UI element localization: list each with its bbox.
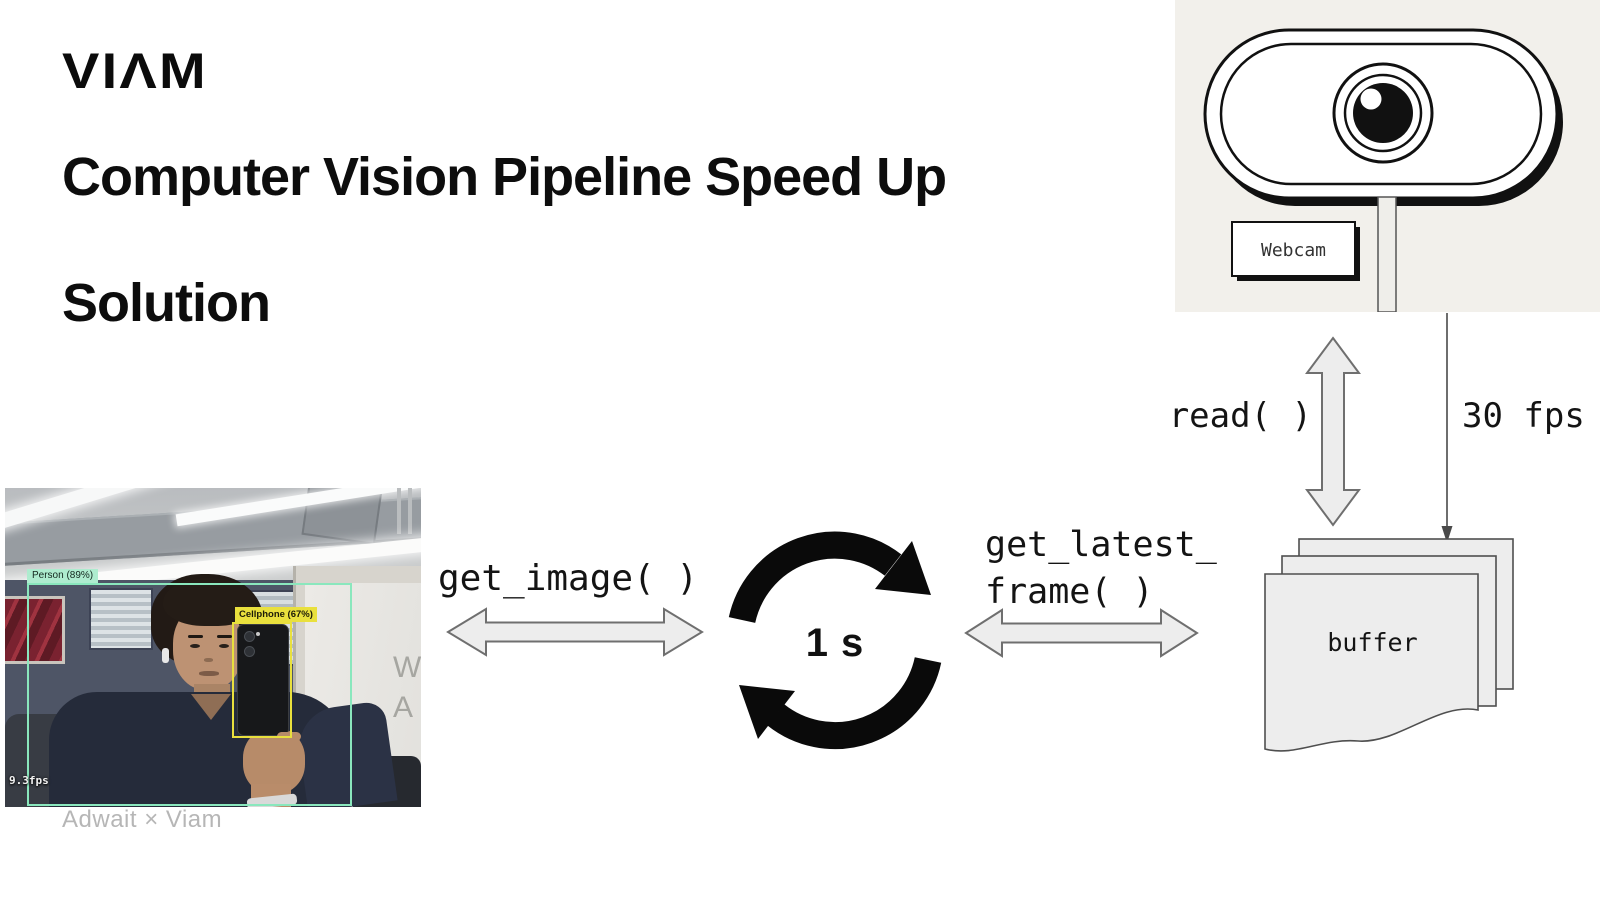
- phone-camera-icon-2: [244, 646, 255, 657]
- get-latest-frame-label-line1: get_latest_: [985, 525, 1217, 565]
- fps-arrow: [1441, 313, 1453, 543]
- page-title: Computer Vision Pipeline Speed Up: [62, 147, 947, 207]
- read-arrow: [1305, 336, 1361, 527]
- loop-duration-label: 1 s: [805, 621, 865, 665]
- webcam-label: Webcam: [1261, 240, 1326, 261]
- wall-poster: [5, 596, 65, 664]
- cellphone: [237, 624, 289, 736]
- phone-camera-icon: [244, 631, 255, 642]
- person-bounding-box: [27, 583, 352, 806]
- person-nose: [204, 658, 213, 662]
- earbud: [162, 648, 169, 663]
- buffer-label: buffer: [1327, 628, 1418, 657]
- cellphone-detection-tag: Cellphone (67%): [235, 607, 317, 622]
- person-brow-2: [217, 635, 232, 638]
- photo-caption: Adwait × Viam: [62, 806, 223, 833]
- viam-logo: VIΛM: [62, 43, 208, 99]
- person-brow: [188, 635, 203, 638]
- webcam-illustration-panel: Webcam: [1175, 0, 1600, 313]
- get-latest-frame-label-line2: frame( ): [985, 572, 1154, 612]
- person-detection-tag: Person (89%): [27, 569, 99, 583]
- frame-rate-label: 30 fps: [1462, 396, 1585, 436]
- get-image-label: get_image( ): [438, 558, 699, 599]
- finger-3: [279, 758, 303, 767]
- person-eye-2: [219, 644, 229, 648]
- person-eye: [190, 644, 200, 648]
- finger-2: [279, 745, 303, 754]
- fps-overlay: 9.3fps: [9, 774, 49, 787]
- get-latest-frame-arrow: [964, 608, 1199, 658]
- person-mouth: [199, 671, 219, 676]
- office-window: [89, 588, 153, 650]
- webcam-icon: Webcam: [1203, 28, 1563, 313]
- get-image-arrow: [446, 607, 704, 657]
- cellphone-bounding-box: [232, 622, 292, 738]
- whiteboard-letter-a: A: [393, 691, 414, 724]
- get-latest-frame-label: get_latest_ frame( ): [985, 522, 1217, 616]
- ceiling-pipe: [397, 488, 401, 534]
- phone-flash-icon: [256, 632, 260, 636]
- detection-photo: W A Person (89%) C: [5, 488, 421, 807]
- read-label: read( ): [1168, 396, 1312, 436]
- whiteboard-letter-w: W: [393, 651, 421, 684]
- ceiling-pipe-2: [408, 488, 412, 534]
- webcam-stand-pole: [1377, 196, 1397, 313]
- webcam-lens-icon: [1353, 83, 1413, 143]
- page-subtitle: Solution: [62, 273, 271, 333]
